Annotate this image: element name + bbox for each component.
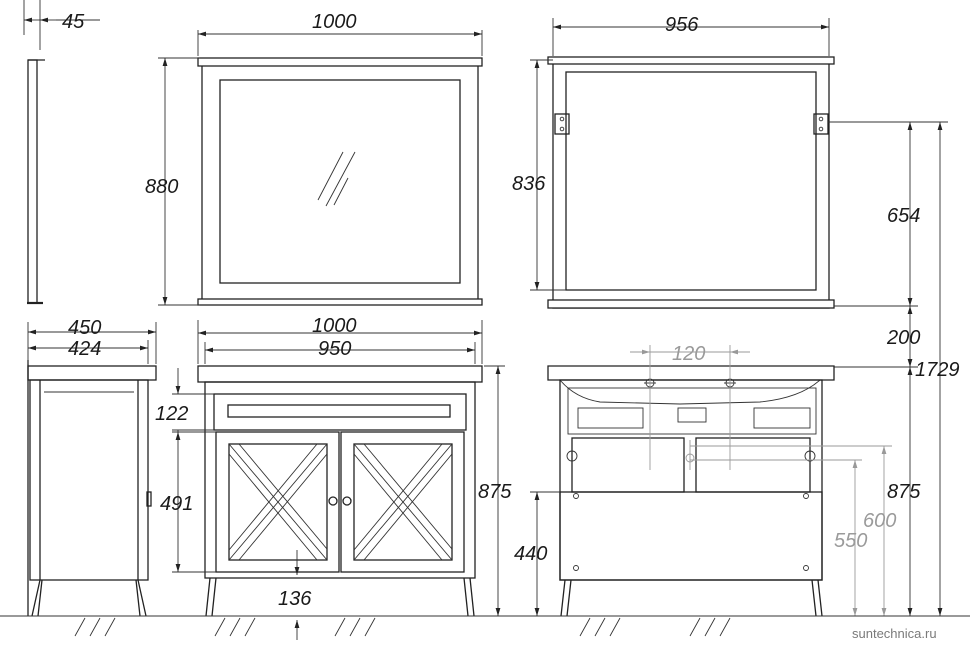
dim-drawer-height: 122 [155,403,188,425]
dim-drain-offset: 136 [278,588,312,610]
dim-vanity-side-depth-top: 450 [68,317,101,339]
dim-mirror-front-width: 1000 [312,11,357,33]
mirror-back-view [547,56,835,309]
dim-vanity-body-width: 950 [318,338,351,360]
dim-pipe-height-lower: 550 [834,530,867,552]
dim-door-height: 491 [160,493,193,515]
dim-vanity-height-front: 875 [478,481,512,503]
dim-mirror-mount-height: 654 [887,205,920,227]
dim-total-height: 1729 [915,359,960,381]
dim-gap-mirror-vanity: 200 [886,327,920,349]
floor-line [0,615,970,637]
mirror-side-view [23,0,100,305]
dim-tap-spacing[interactable]: 120 [672,343,705,365]
dim-vanity-side-depth-body: 424 [68,338,101,360]
dim-back-panel-height: 440 [514,543,547,565]
vanity-back-view [547,365,835,617]
dim-mirror-side-depth: 45 [62,11,85,33]
dim-mirror-back-height: 836 [512,173,546,195]
vanity-side-view [27,360,157,617]
mirror-front-view [197,57,483,306]
dim-mirror-back-width: 956 [665,14,699,36]
dim-vanity-height-back: 875 [887,481,921,503]
dim-vanity-top-width: 1000 [312,315,357,337]
dim-mirror-front-height: 880 [145,176,178,198]
watermark: suntechnica.ru [852,626,937,641]
dim-pipe-height-upper: 600 [863,510,896,532]
vanity-front-view [197,365,483,617]
